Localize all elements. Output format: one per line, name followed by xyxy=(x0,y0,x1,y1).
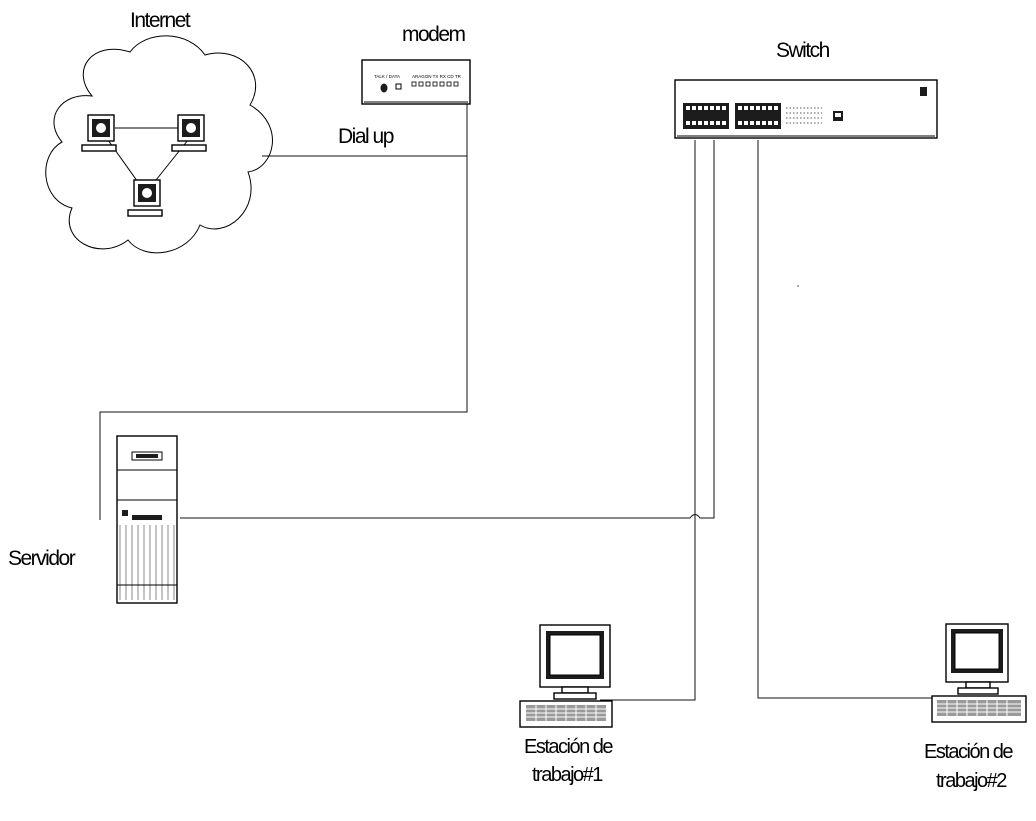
internet-node-1 xyxy=(82,115,116,151)
internet-node-3 xyxy=(128,180,162,216)
dial-up-label: Dial up xyxy=(338,126,393,147)
switch-label: Switch xyxy=(776,40,829,61)
ws2-label-line1: Estación de xyxy=(924,742,1012,762)
internet-node-2 xyxy=(172,115,206,151)
workstation-icon-1 xyxy=(520,625,612,727)
ws1-label-line2: trabajo#1 xyxy=(532,765,602,785)
ws1-label-line1: Estación de xyxy=(524,737,612,757)
server-tower-icon xyxy=(117,436,177,603)
ws2-line xyxy=(758,140,935,698)
stray-dot xyxy=(797,285,799,287)
workstation-icon-2 xyxy=(932,624,1026,722)
connections xyxy=(100,103,935,700)
modem-icon: TALK / DATA ARAGON TX RX CD TR xyxy=(362,60,470,104)
cloud-icon xyxy=(46,36,273,253)
switch-icon xyxy=(675,80,937,138)
ws2-label-line2: trabajo#2 xyxy=(936,771,1006,791)
ws1-line xyxy=(600,140,695,700)
svg-text:ARAGON TX RX CD TR: ARAGON TX RX CD TR xyxy=(412,74,462,79)
server-switch-line xyxy=(180,140,714,518)
modem-label: modem xyxy=(402,24,465,45)
internet-label: Internet xyxy=(130,10,189,31)
svg-text:TALK / DATA: TALK / DATA xyxy=(374,74,400,79)
server-label: Servidor xyxy=(8,548,74,569)
